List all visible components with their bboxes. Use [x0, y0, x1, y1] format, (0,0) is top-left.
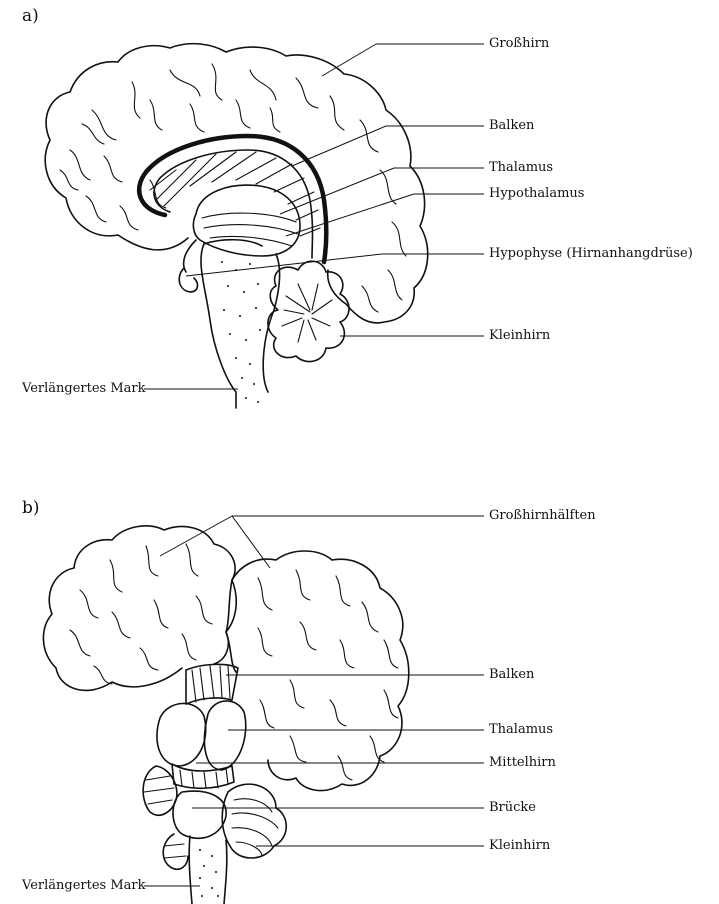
thalamus-a	[192, 184, 301, 257]
label-cerebrum-a: Großhirn	[489, 36, 550, 51]
label-corpus-callosum-a: Balken	[489, 118, 535, 133]
label-cerebellum-a: Kleinhirn	[489, 328, 551, 343]
panel-b-brain-drawing	[42, 525, 410, 904]
pons-b	[172, 790, 227, 840]
panel-b-leaders	[144, 515, 484, 887]
cerebrum-outline-a	[44, 42, 429, 324]
label-medulla-a: Verlängertes Mark	[22, 381, 146, 396]
label-thalamus-a: Thalamus	[489, 160, 554, 175]
label-cerebellum-b: Kleinhirn	[489, 838, 551, 853]
panel-b-letter: b)	[22, 498, 40, 518]
label-thalamus-b: Thalamus	[489, 722, 554, 737]
brainstem-dots-b	[199, 849, 219, 897]
left-hemisphere-b	[42, 525, 238, 692]
label-corpus-callosum-b: Balken	[489, 667, 535, 682]
midbrain-b	[171, 763, 235, 790]
cerebellum-a	[267, 260, 350, 363]
panel-a-letter: a)	[22, 6, 39, 26]
brainstem-dots-a	[221, 261, 261, 403]
gyri-a	[59, 63, 407, 313]
brainstem-b	[188, 835, 228, 904]
label-medulla-b: Verlängertes Mark	[22, 878, 146, 893]
panel-a-leaders	[144, 43, 484, 390]
thalamus-b	[156, 702, 207, 767]
label-hypothalamus-a: Hypothalamus	[489, 186, 585, 201]
gyri-b	[69, 543, 399, 781]
label-pons-b: Brücke	[489, 800, 536, 815]
label-midbrain-b: Mittelhirn	[489, 755, 556, 770]
corpus-callosum-b	[185, 663, 239, 705]
label-hemispheres-b: Großhirnhälften	[489, 508, 596, 523]
right-hemisphere-b	[231, 550, 410, 792]
corpus-callosum-a	[136, 133, 329, 265]
panel-a-brain-drawing	[44, 42, 429, 409]
label-pituitary-a: Hypophyse (Hirnanhangdrüse)	[489, 246, 693, 261]
